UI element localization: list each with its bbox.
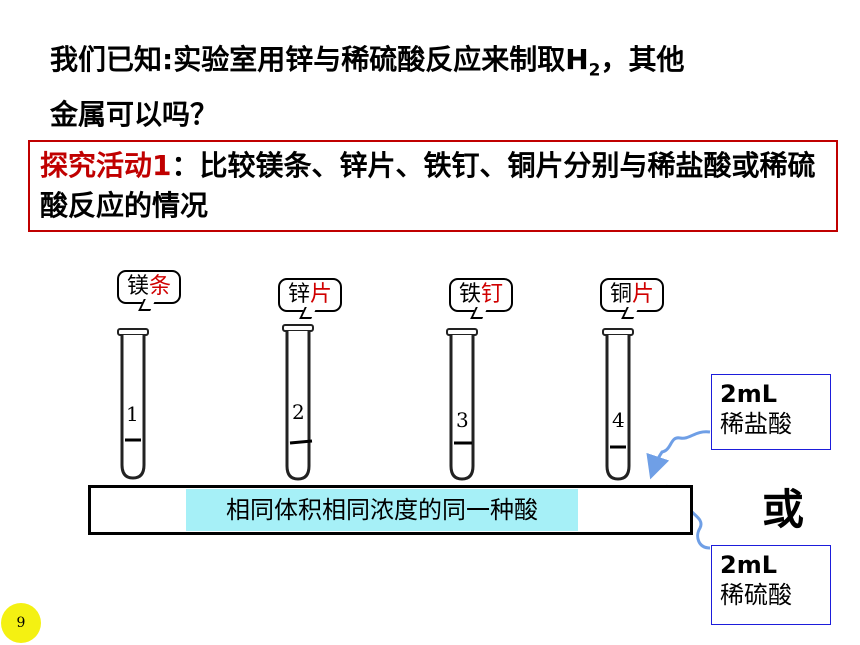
hcl-volume: 2mL <box>720 380 777 408</box>
sulfuric-acid-box: 2mL 稀硫酸 <box>711 545 831 625</box>
tube-label-zinc: 锌片 <box>278 278 343 312</box>
intro-line-2: 金属可以吗？ <box>50 97 219 131</box>
intro-line-1: 我们已知:实验室用锌与稀硫酸反应来制取H2，其他 <box>50 43 685 81</box>
tube-label-iron: 铁钉 <box>449 278 514 312</box>
hcl-name: 稀盐酸 <box>720 410 792 438</box>
page-number-badge: 9 <box>1 603 41 643</box>
h2so4-name: 稀硫酸 <box>720 581 792 609</box>
h2so4-volume: 2mL <box>720 551 777 579</box>
tube-number-4: 4 <box>612 408 625 432</box>
test-tube-3 <box>446 328 478 481</box>
test-tube-4 <box>602 328 634 481</box>
test-tube-1 <box>117 328 149 480</box>
activity-box: 探究活动1：比较镁条、锌片、铁钉、铜片分别与稀盐酸或稀硫酸反应的情况 <box>28 140 838 232</box>
activity-text: ：比较镁条、锌片、铁钉、铜片分别与稀盐酸或稀硫酸反应的情况 <box>40 149 816 222</box>
test-tube-2 <box>282 324 314 481</box>
tube-number-2: 2 <box>292 400 305 424</box>
bench-label: 相同体积相同浓度的同一种酸 <box>186 489 578 531</box>
arrow-hydrochloric <box>646 430 711 480</box>
tube-number-1: 1 <box>126 402 139 426</box>
tube-label-copper: 铜片 <box>600 278 665 312</box>
activity-title: 探究活动1 <box>40 149 172 182</box>
intro-question: 我们已知:实验室用锌与稀硫酸反应来制取H2，其他 金属可以吗？ <box>50 38 830 137</box>
hydrochloric-acid-box: 2mL 稀盐酸 <box>711 374 831 450</box>
tube-label-magnesium: 镁条 <box>117 270 182 304</box>
or-text: 或 <box>762 485 805 534</box>
tube-number-3: 3 <box>456 408 469 432</box>
